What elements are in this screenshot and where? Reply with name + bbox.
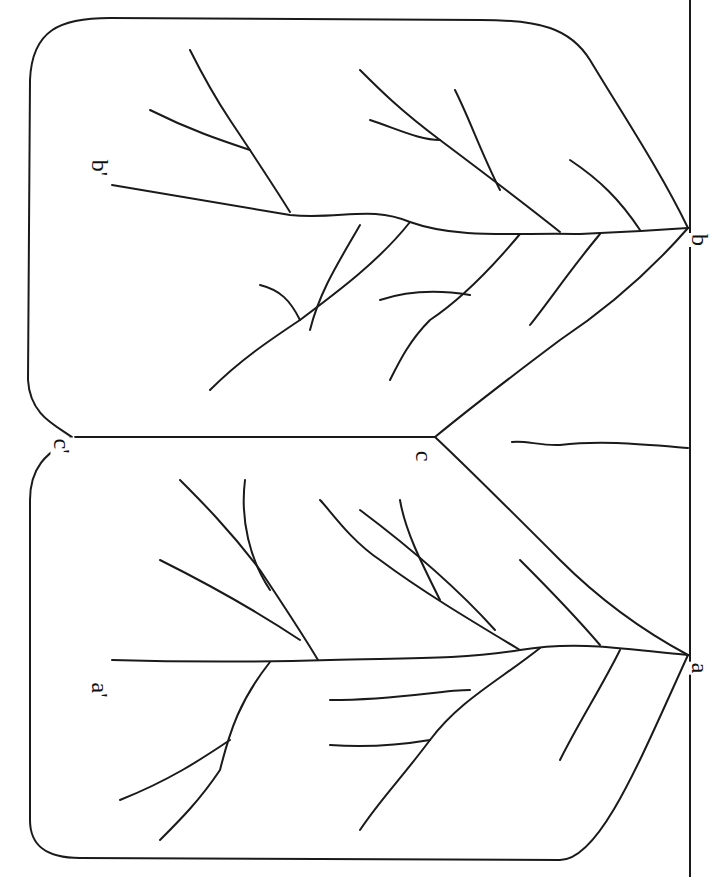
point-letter: c [412,450,436,463]
tributary [210,222,410,390]
tributary [190,50,290,212]
tributary [370,120,440,140]
stream [512,442,688,448]
tributary [570,160,640,230]
tributary [120,740,230,800]
tributary [560,650,620,760]
tributary [320,500,520,650]
point-letter: b' [88,159,112,177]
tributary [390,234,520,380]
tributary [400,500,440,600]
tributary [244,480,270,590]
tributary [150,110,250,150]
tributary [330,690,470,700]
tributary [160,560,300,640]
tributary [530,234,600,325]
tributary [180,480,318,660]
tributary [380,292,470,300]
tributary [455,90,500,190]
point-letter: a' [88,682,112,699]
tributary [360,510,495,630]
point-letter: c' [50,438,74,455]
tributary [260,285,300,320]
tributary [310,225,360,330]
base-line [689,0,691,877]
tributary [330,740,430,746]
point-letter: a [688,662,712,675]
point-letter: b [688,233,712,247]
tributary [360,70,560,232]
main-stream [112,185,688,234]
tributary [360,648,540,830]
basin-boundary [28,18,688,860]
divide-line [435,228,688,437]
tributary [520,560,600,645]
main-stream [112,646,688,662]
divide-line [75,436,435,438]
